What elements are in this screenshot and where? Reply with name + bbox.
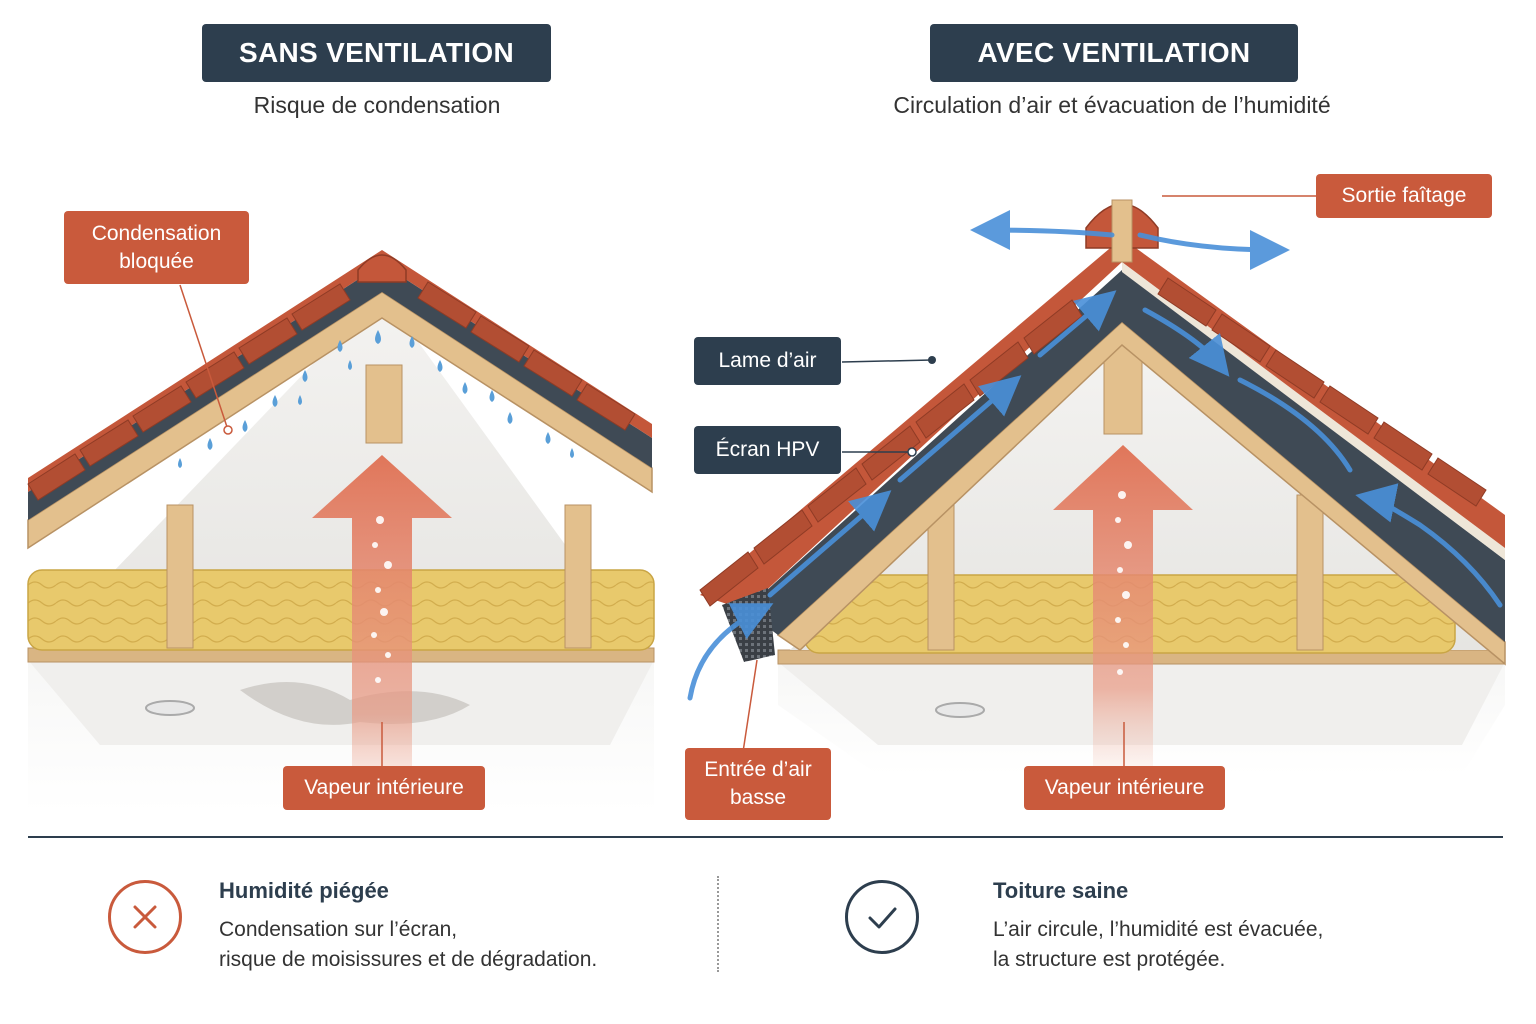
callout-condensation-blocked: Condensation bloquée (64, 211, 249, 284)
good-summary-line-2: la structure est protégée. (993, 948, 1226, 971)
callout-low-air-inlet: Entrée d’air basse (685, 748, 831, 820)
good-summary-line-1: L’air circule, l’humidité est évacuée, (993, 918, 1324, 941)
callout-right-vapor: Vapeur intérieure (1024, 766, 1225, 810)
callout-inlet-line1: Entrée d’air (704, 758, 812, 781)
section-divider (28, 836, 1503, 838)
left-vapor-arrow (312, 455, 452, 800)
right-roof-tiles (700, 238, 1505, 610)
left-condensation-droplets (178, 330, 574, 468)
left-roof (27, 250, 655, 812)
right-air-gap (745, 270, 1505, 642)
right-subtitle: Circulation d’air et évacuation de l’hum… (893, 92, 1331, 118)
left-hpv-screen (28, 264, 652, 520)
bad-summary-title: Humidité piégée (219, 878, 389, 903)
callout-left-vapor: Vapeur intérieure (283, 766, 485, 810)
left-subtitle: Risque de condensation (253, 92, 501, 118)
right-roof (687, 195, 1506, 775)
right-ceiling-light (935, 702, 985, 718)
good-summary-title: Toiture saine (993, 878, 1129, 903)
right-vapor-arrow (1053, 445, 1193, 770)
callout-condensation-line1: Condensation (91, 221, 222, 245)
summary-separator (717, 876, 719, 972)
callout-condensation-line2: bloquée (119, 249, 194, 273)
callout-hpv-screen: Écran HPV (694, 426, 841, 474)
right-airflow-arrows (687, 210, 1503, 701)
bad-summary-line-1: Condensation sur l’écran, (219, 918, 458, 941)
roof-illustrations (27, 195, 1506, 812)
left-ridge-cap (357, 254, 407, 283)
bad-summary-line-2: risque de moisissures et de dégradation. (219, 948, 598, 971)
check-icon (845, 880, 919, 954)
right-heading: AVEC VENTILATION (930, 24, 1298, 82)
left-ceiling-light (145, 700, 195, 716)
callout-ridge-outlet: Sortie faîtage (1316, 174, 1492, 218)
cross-icon (108, 880, 182, 954)
left-insulation (27, 569, 655, 651)
left-heading: SANS VENTILATION (202, 24, 551, 82)
callout-inlet-line2: basse (729, 786, 787, 809)
callout-air-gap: Lame d’air (694, 337, 841, 385)
